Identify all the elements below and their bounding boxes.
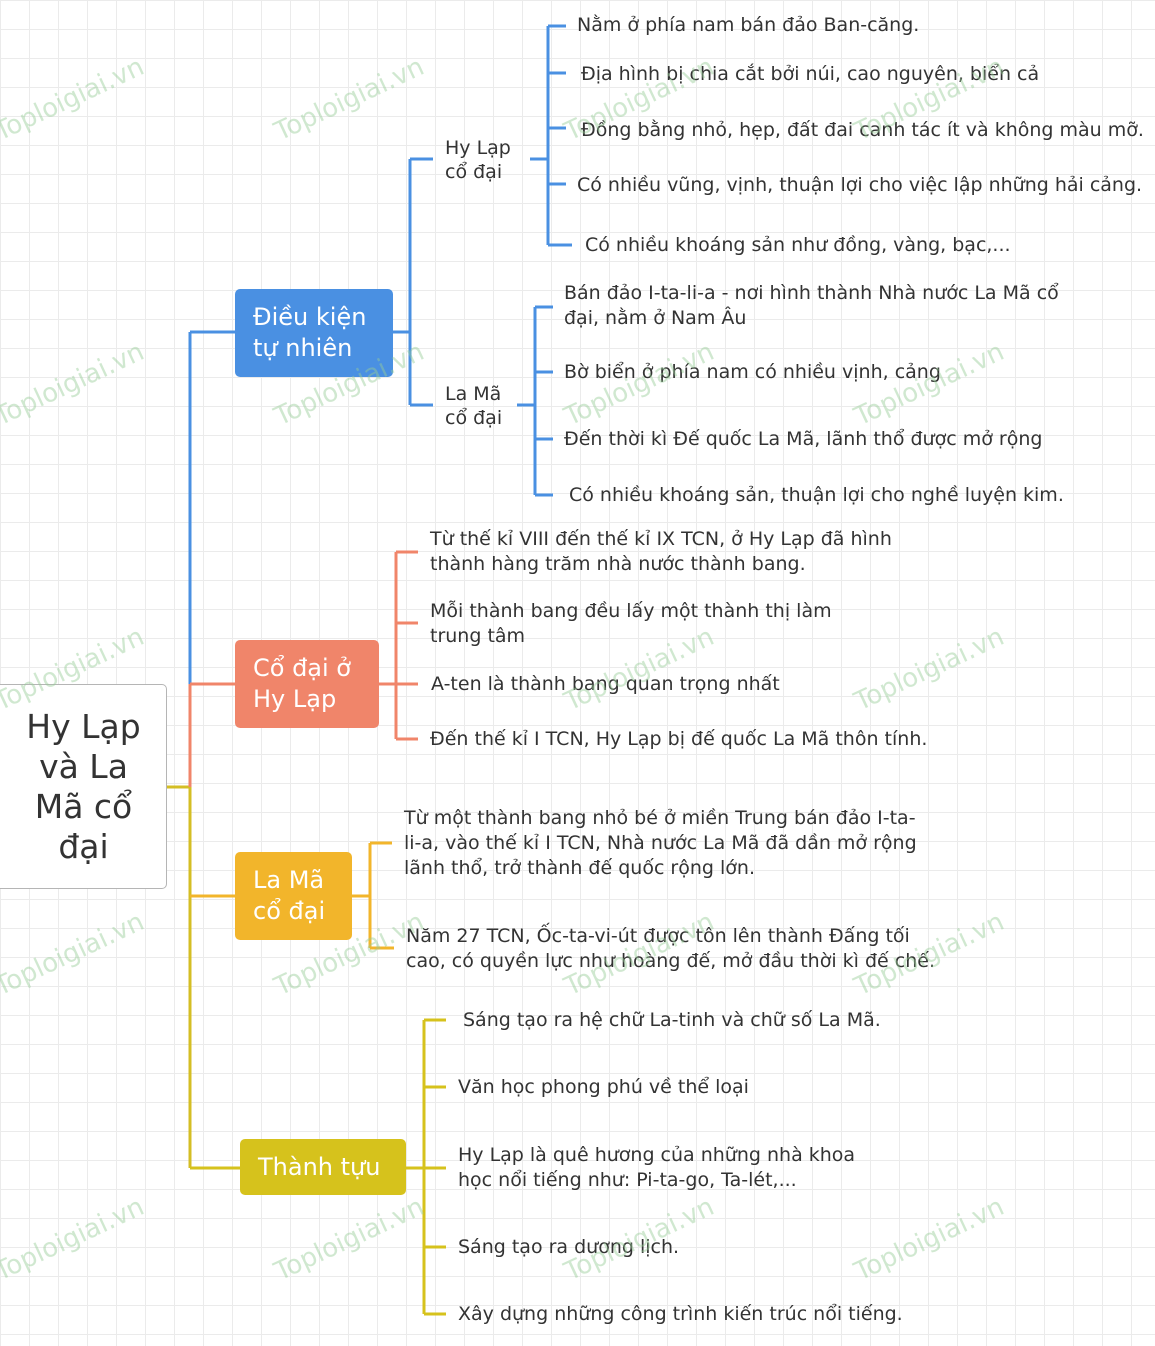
- leaf-text: Đến thế kỉ I TCN, Hy Lạp bị đế quốc La M…: [430, 728, 928, 750]
- leaf-text: Bán đảo I-ta-li-a - nơi hình thành Nhà n…: [564, 282, 1059, 329]
- leaf-text: Xây dựng những công trình kiến trúc nổi …: [458, 1303, 903, 1325]
- branch-dieu-kien-tu-nhien[interactable]: Điều kiện tự nhiên: [235, 289, 393, 377]
- root-node[interactable]: Hy Lạp và La Mã cổ đại: [0, 684, 167, 889]
- branch-label: Điều kiện tự nhiên: [253, 303, 367, 362]
- leaf-text: Nằm ở phía nam bán đảo Ban-căng.: [577, 14, 920, 36]
- leaf-text: Từ thế kỉ VIII đến thế kỉ IX TCN, ở Hy L…: [430, 528, 892, 575]
- sub-hy-lap-co-dai[interactable]: Hy Lạp cổ đại: [445, 137, 511, 183]
- leaf-text: Có nhiều khoáng sản như đồng, vàng, bạc,…: [585, 234, 1011, 256]
- leaf-text: Sáng tạo ra dương lịch.: [458, 1236, 680, 1258]
- root-title: Hy Lạp và La Mã cổ đại: [26, 706, 141, 866]
- leaf-text: Đồng bằng nhỏ, hẹp, đất đai canh tác ít …: [581, 119, 1144, 141]
- leaf-text: Mỗi thành bang đều lấy một thành thị làm…: [430, 600, 832, 647]
- leaf-text: Năm 27 TCN, Ốc-ta-vi-út được tôn lên thà…: [406, 925, 935, 972]
- leaf-text: Bờ biển ở phía nam có nhiều vịnh, cảng: [564, 361, 941, 383]
- leaf-text: A-ten là thành bang quan trọng nhất: [431, 673, 780, 695]
- leaf-text: Hy Lạp là quê hương của những nhà khoa h…: [458, 1144, 856, 1191]
- branch-label: La Mã cổ đại: [253, 866, 326, 925]
- branch-la-ma-co-dai[interactable]: La Mã cổ đại: [235, 852, 352, 940]
- leaf-text: Có nhiều vũng, vịnh, thuận lợi cho việc …: [577, 174, 1143, 196]
- leaf-text: Văn học phong phú về thể loại: [458, 1076, 749, 1098]
- leaf-text: Đến thời kì Đế quốc La Mã, lãnh thổ được…: [564, 428, 1043, 450]
- leaf-text: Có nhiều khoáng sản, thuận lợi cho nghề …: [569, 484, 1064, 506]
- leaf-text: Từ một thành bang nhỏ bé ở miền Trung bá…: [404, 807, 917, 879]
- sub-la-ma-co-dai[interactable]: La Mã cổ đại: [445, 383, 503, 429]
- leaf-text: Địa hình bị chia cắt bởi núi, cao nguyên…: [581, 63, 1040, 85]
- leaf-text: Sáng tạo ra hệ chữ La-tinh và chữ số La …: [463, 1009, 881, 1031]
- branch-thanh-tuu[interactable]: Thành tựu: [240, 1139, 406, 1195]
- branch-label: Thành tựu: [258, 1152, 381, 1181]
- branch-co-dai-o-hy-lap[interactable]: Cổ đại ở Hy Lạp: [235, 640, 379, 728]
- branch-label: Cổ đại ở Hy Lạp: [253, 654, 351, 713]
